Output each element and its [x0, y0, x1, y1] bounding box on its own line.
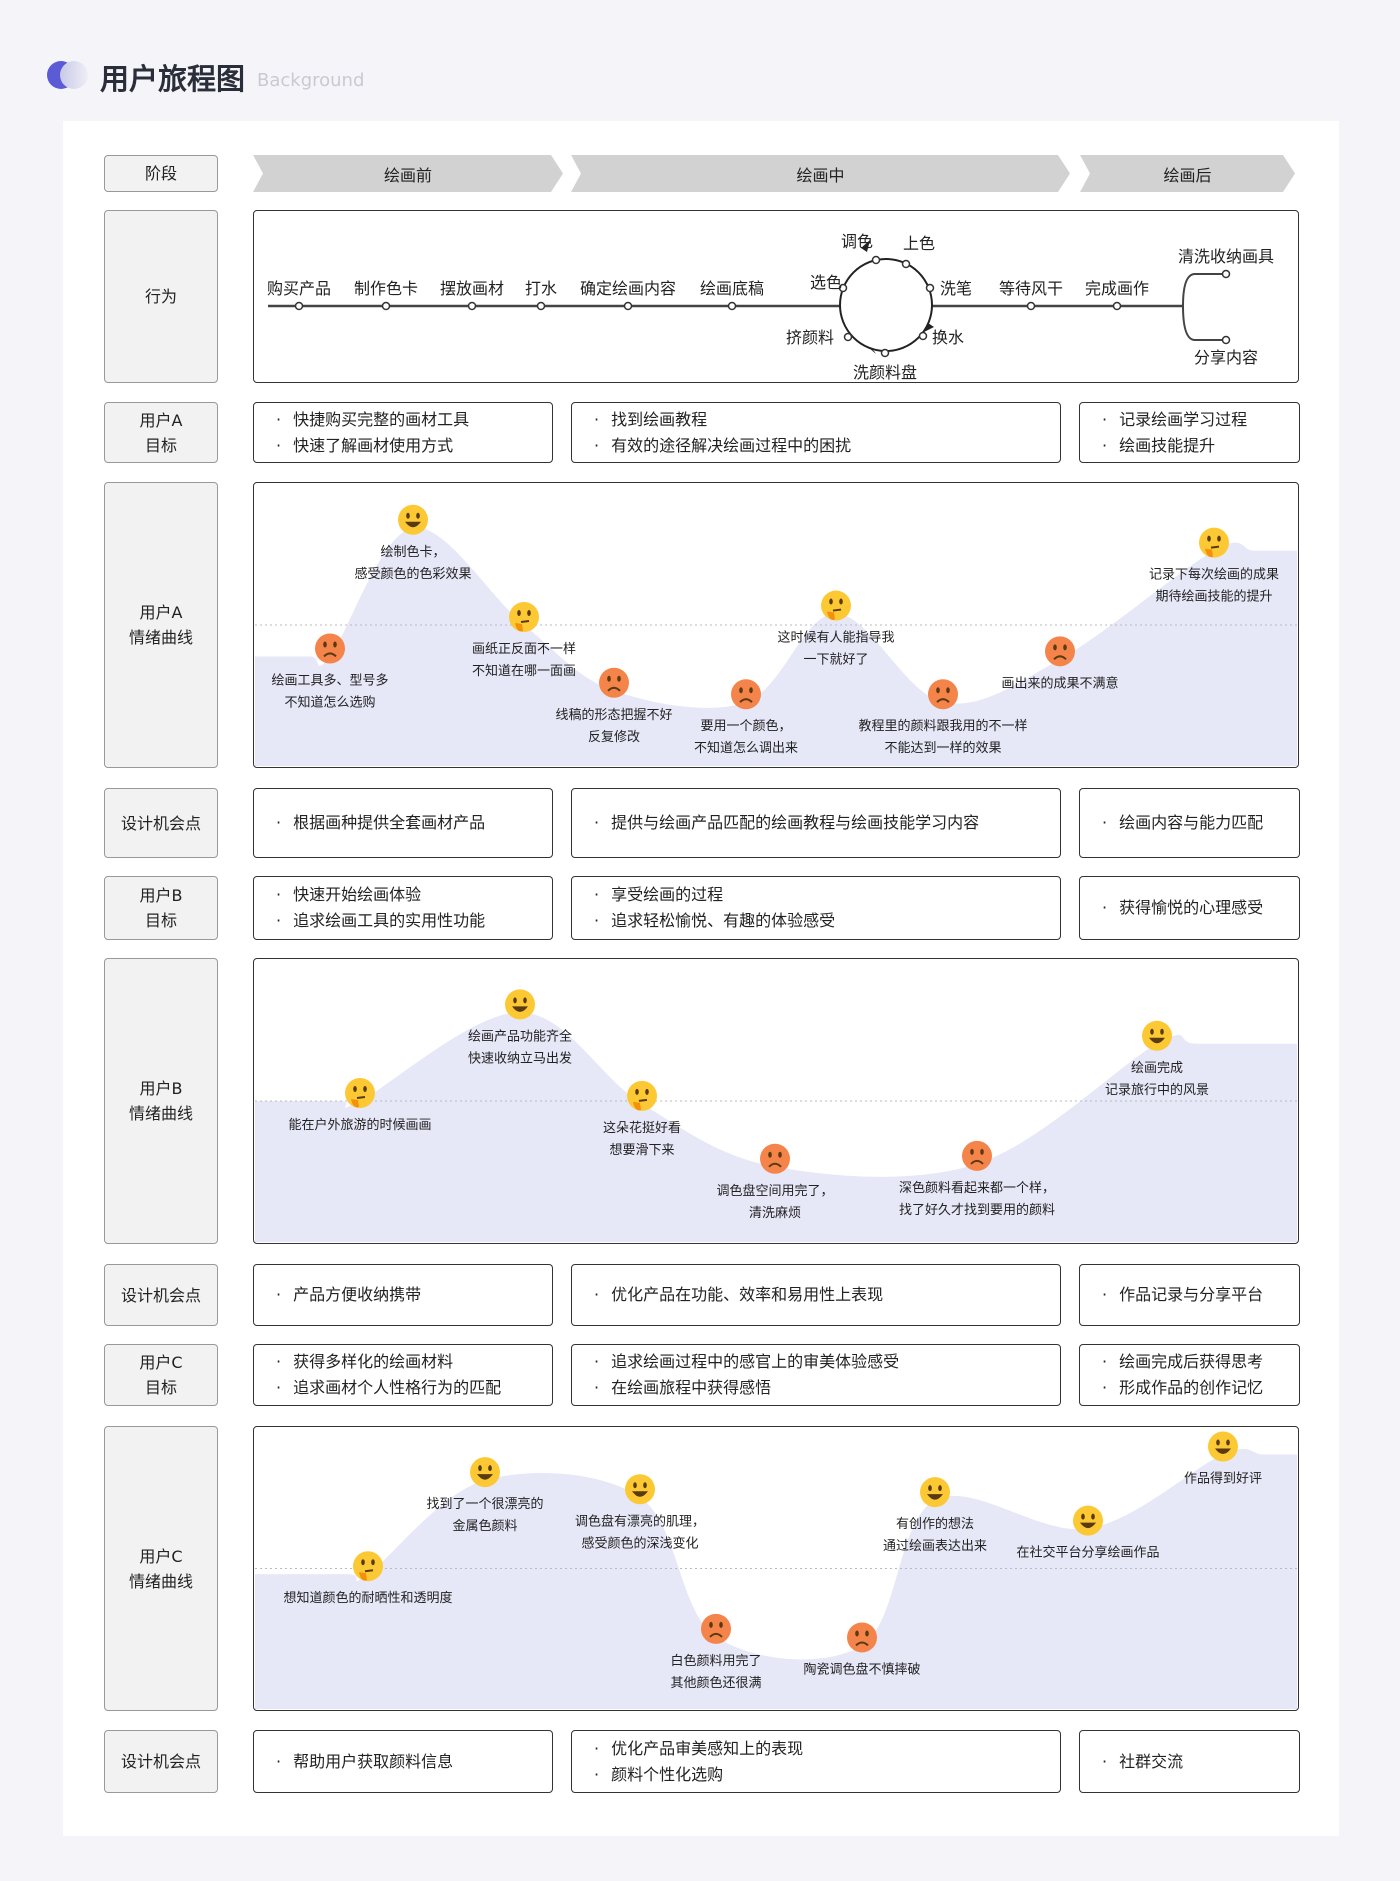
text-cell: 根据画种提供全套画材产品: [253, 788, 553, 858]
bullet-item: 获得多样化的绘画材料: [276, 1349, 552, 1375]
bullet-item: 提供与绘画产品匹配的绘画教程与绘画技能学习内容: [594, 810, 1060, 836]
bullet-item: 有效的途径解决绘画过程中的困扰: [594, 433, 1060, 459]
emotion-curve-box: [253, 958, 1299, 1244]
stage-label: 绘画后: [1163, 165, 1212, 185]
row-label-text: 行为: [144, 287, 177, 306]
row-label-text: 用户C: [139, 1546, 183, 1566]
row-label-text: 情绪曲线: [128, 1571, 193, 1591]
row-label: 设计机会点: [104, 1264, 218, 1326]
bullet-item: 绘画完成后获得思考: [1102, 1349, 1299, 1375]
bullet-item: 绘画技能提升: [1102, 433, 1299, 459]
stage-during: 绘画中: [571, 155, 1070, 192]
page-subtitle: Background: [257, 70, 365, 91]
bullet-item: 找到绘画教程: [594, 407, 1060, 433]
bullet-item: 享受绘画的过程: [594, 882, 1060, 908]
stage-label: 绘画前: [383, 165, 432, 185]
bullet-item: 快速了解画材使用方式: [276, 433, 552, 459]
row-label-text: 用户B: [139, 886, 183, 905]
bullet-item: 追求画材个人性格行为的匹配: [276, 1375, 552, 1401]
bullet-item: 优化产品在功能、效率和易用性上表现: [594, 1282, 1060, 1308]
bullet-item: 形成作品的创作记忆: [1102, 1375, 1299, 1401]
stage-label: 绘画中: [796, 165, 845, 185]
bullet-item: 获得愉悦的心理感受: [1102, 895, 1299, 921]
bullet-item: 绘画内容与能力匹配: [1102, 810, 1299, 836]
row-label: 设计机会点: [104, 1730, 218, 1793]
row-label-text: 目标: [144, 435, 177, 455]
stage-after: 绘画后: [1080, 155, 1295, 192]
text-cell: 绘画完成后获得思考形成作品的创作记忆: [1079, 1344, 1300, 1406]
row-label-text: 用户A: [139, 410, 183, 430]
row-label-text: 情绪曲线: [128, 628, 193, 647]
bullet-item: 追求轻松愉悦、有趣的体验感受: [594, 908, 1060, 934]
text-cell: 追求绘画过程中的感官上的审美体验感受在绘画旅程中获得感悟: [571, 1344, 1061, 1406]
emotion-curve-box: [253, 482, 1299, 768]
text-cell: 优化产品审美感知上的表现颜料个性化选购: [571, 1730, 1061, 1793]
stage-before: 绘画前: [253, 155, 563, 192]
bullet-item: 帮助用户获取颜料信息: [276, 1749, 552, 1775]
bullet-item: 产品方便收纳携带: [276, 1282, 552, 1308]
text-cell: 记录绘画学习过程绘画技能提升: [1079, 402, 1300, 463]
text-cell: 优化产品在功能、效率和易用性上表现: [571, 1264, 1061, 1326]
bullet-item: 快捷购买完整的画材工具: [276, 407, 552, 433]
row-label: 设计机会点: [104, 788, 218, 858]
row-label: 用户B 情绪曲线: [104, 958, 218, 1244]
text-cell: 快速开始绘画体验追求绘画工具的实用性功能: [253, 876, 553, 940]
bullet-item: 作品记录与分享平台: [1102, 1282, 1299, 1308]
row-label: 用户C 目标: [104, 1344, 218, 1406]
bullet-item: 在绘画旅程中获得感悟: [594, 1375, 1060, 1401]
row-label-text: 情绪曲线: [128, 1104, 193, 1123]
text-cell: 快捷购买完整的画材工具快速了解画材使用方式: [253, 402, 553, 463]
row-label-stage: 阶段: [104, 155, 218, 192]
bullet-item: 优化产品审美感知上的表现: [594, 1736, 1060, 1762]
page-title: 用户旅程图: [100, 62, 246, 96]
row-label-text: 设计机会点: [120, 1285, 201, 1305]
text-cell: 帮助用户获取颜料信息: [253, 1730, 553, 1793]
row-label: 用户A 情绪曲线: [104, 482, 218, 768]
row-label: 用户C 情绪曲线: [104, 1426, 218, 1711]
text-cell: 产品方便收纳携带: [253, 1264, 553, 1326]
row-label-behavior: 行为: [104, 210, 218, 383]
text-cell: 获得愉悦的心理感受: [1079, 876, 1300, 940]
bullet-item: 快速开始绘画体验: [276, 882, 552, 908]
bullet-item: 追求绘画工具的实用性功能: [276, 908, 552, 934]
row-label-text: 阶段: [144, 164, 177, 183]
text-cell: 获得多样化的绘画材料追求画材个人性格行为的匹配: [253, 1344, 553, 1406]
text-cell: 作品记录与分享平台: [1079, 1264, 1300, 1326]
text-cell: 提供与绘画产品匹配的绘画教程与绘画技能学习内容: [571, 788, 1061, 858]
behavior-box: [253, 210, 1299, 383]
row-label-text: 用户B: [139, 1079, 183, 1098]
row-label: 用户B 目标: [104, 876, 218, 940]
row-label-text: 设计机会点: [120, 813, 201, 833]
row-label-text: 目标: [144, 1378, 177, 1397]
text-cell: 找到绘画教程有效的途径解决绘画过程中的困扰: [571, 402, 1061, 463]
bullet-item: 社群交流: [1102, 1749, 1299, 1775]
row-label: 用户A 目标: [104, 402, 218, 463]
text-cell: 绘画内容与能力匹配: [1079, 788, 1300, 858]
bullet-item: 记录绘画学习过程: [1102, 407, 1299, 433]
text-cell: 社群交流: [1079, 1730, 1300, 1793]
text-cell: 享受绘画的过程追求轻松愉悦、有趣的体验感受: [571, 876, 1061, 940]
row-label-text: 用户A: [139, 603, 183, 622]
bullet-item: 追求绘画过程中的感官上的审美体验感受: [594, 1349, 1060, 1375]
logo-icon: [46, 60, 90, 90]
row-label-text: 设计机会点: [120, 1752, 201, 1771]
row-label-text: 目标: [144, 911, 177, 930]
bullet-item: 根据画种提供全套画材产品: [276, 810, 552, 836]
row-label-text: 用户C: [139, 1353, 183, 1372]
emotion-curve-box: [253, 1426, 1299, 1711]
bullet-item: 颜料个性化选购: [594, 1762, 1060, 1788]
